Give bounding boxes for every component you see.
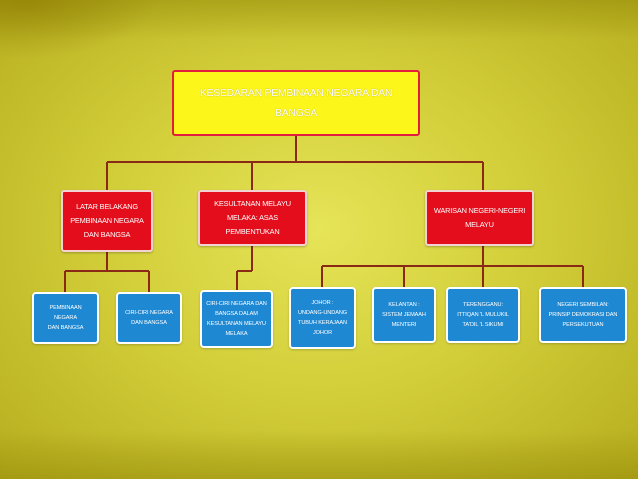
branch-node-latar-belakang: LATAR BELAKANG PEMBINAAN NEGARA DAN BANG… [61,190,153,252]
leaf-node-label: TERENGGANU: ITTIQAN 'L MULUKIL TA'DIL 'L… [457,302,509,328]
bottom-decor-band [0,430,638,479]
leaf-node-label: KELANTAN : SISTEM JEMAAH MENTERI [382,302,426,328]
leaf-node-ciri-ciri-negara: CIRI-CIRI NEGARA DAN BANGSA [116,292,182,344]
leaf-node-negeri-sembilan: NEGERI SEMBILAN: PRINSIP DEMOKRASI DAN P… [539,287,627,343]
leaf-node-terengganu: TERENGGANU: ITTIQAN 'L MULUKIL TA'DIL 'L… [446,287,520,343]
leaf-node-label: CIRI-CIRI NEGARA DAN BANGSA DALAM KESULT… [206,301,267,337]
corner-swirl [0,0,160,60]
leaf-node-label: PEMBINAAN NEGARA DAN BANGSA [47,305,84,331]
leaf-node-kelantan: KELANTAN : SISTEM JEMAAH MENTERI [372,287,436,343]
leaf-node-label: NEGERI SEMBILAN: PRINSIP DEMOKRASI DAN P… [548,302,618,328]
leaf-node-johor: JOHOR : UNDANG-UNDANG TUBUH KERAJAAN JOH… [289,287,356,349]
branch-node-label: LATAR BELAKANG PEMBINAAN NEGARA DAN BANG… [70,202,144,239]
branch-node-kesultanan-melayu-melaka: KESULTANAN MELAYU MELAKA: ASAS PEMBENTUK… [198,190,307,246]
leaf-node-label: CIRI-CIRI NEGARA DAN BANGSA [125,310,173,326]
leaf-node-ciri-ciri-kesultanan: CIRI-CIRI NEGARA DAN BANGSA DALAM KESULT… [200,290,273,348]
branch-node-warisan-negeri: WARISAN NEGERI-NEGERI MELAYU [425,190,534,246]
root-node-label: KESEDARAN PEMBINAAN NEGARA DAN BANGSA [199,87,393,119]
branch-node-label: WARISAN NEGERI-NEGERI MELAYU [433,206,526,229]
leaf-node-label: JOHOR : UNDANG-UNDANG TUBUH KERAJAAN JOH… [297,300,348,336]
branch-node-label: KESULTANAN MELAYU MELAKA: ASAS PEMBENTUK… [214,199,291,236]
root-node: KESEDARAN PEMBINAAN NEGARA DAN BANGSA [172,70,420,136]
leaf-node-pembinaan-negara: PEMBINAAN NEGARA DAN BANGSA [32,292,99,344]
